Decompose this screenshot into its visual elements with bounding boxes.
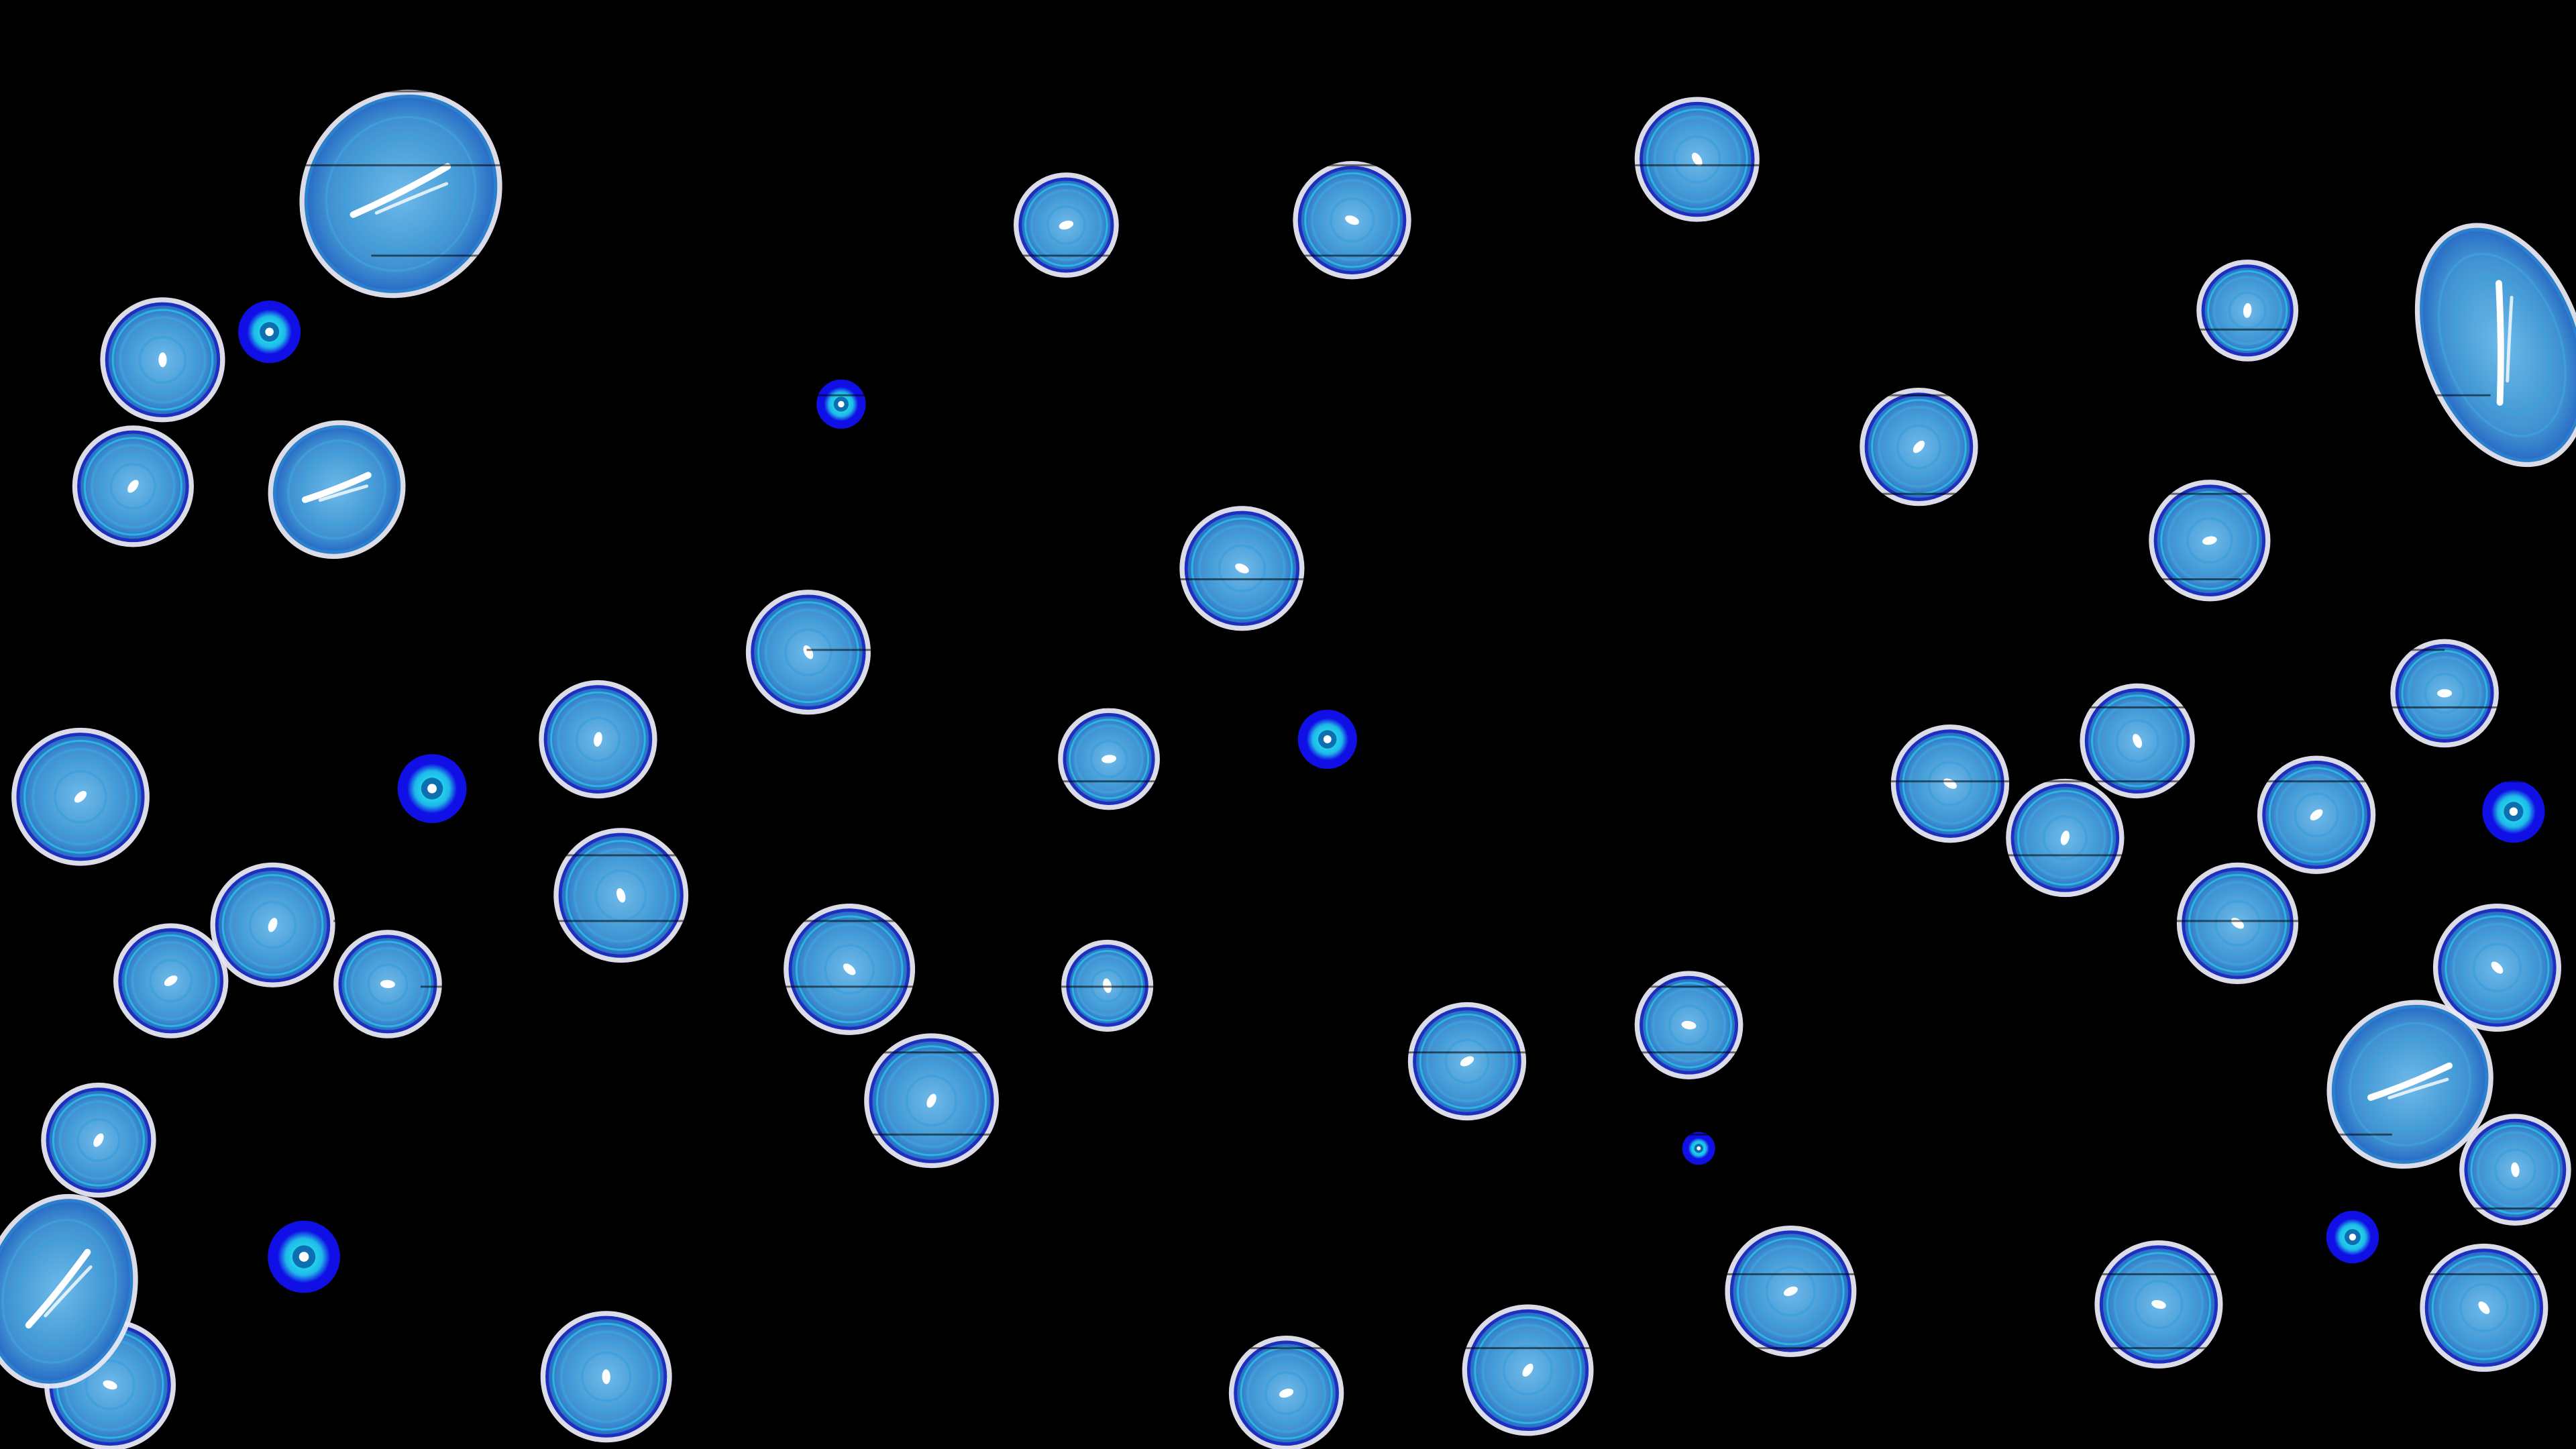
round-cell (2006, 778, 2125, 898)
round-cell (2420, 1243, 2548, 1372)
scan-band (333, 920, 2438, 922)
round-cell (553, 828, 689, 963)
scan-band (719, 578, 2241, 580)
round-cell (539, 680, 657, 799)
round-cell (2432, 903, 2561, 1032)
scan-band (507, 1051, 2189, 1054)
round-cell (1293, 161, 1411, 280)
scan-band (806, 649, 2445, 651)
round-cell (864, 1033, 999, 1169)
elongated-cell (299, 89, 502, 299)
round-cell (1725, 1225, 1857, 1357)
round-cell (1407, 1002, 1527, 1121)
round-cell (2459, 1114, 2571, 1226)
scan-band (458, 328, 2287, 331)
round-cell (41, 1082, 156, 1198)
round-cell (2080, 683, 2195, 799)
round-cell (1179, 506, 1305, 631)
scan-band (632, 492, 2576, 495)
elongated-cell (2326, 1000, 2493, 1169)
round-cell (1860, 387, 1978, 506)
round-cell (1634, 97, 1760, 222)
scan-band (769, 1273, 2576, 1275)
small-bead (816, 379, 866, 429)
round-cell (540, 1311, 672, 1443)
round-cell (210, 862, 335, 987)
small-bead (1682, 1132, 1715, 1165)
round-cell (2257, 755, 2376, 874)
round-cell (784, 903, 916, 1035)
round-cell (2149, 480, 2271, 602)
round-cell (2390, 639, 2499, 748)
small-bead (397, 754, 467, 823)
round-cell (333, 930, 442, 1038)
scan-band (981, 780, 2576, 783)
round-cell (2176, 862, 2299, 984)
scan-band (246, 854, 2235, 857)
small-bead (2326, 1210, 2379, 1264)
elongated-cell (0, 1193, 138, 1389)
round-cell (1890, 724, 2010, 843)
scan-band (594, 1133, 2392, 1136)
scan-band (894, 706, 2576, 708)
elongated-cell (2414, 223, 2576, 468)
round-cell (113, 923, 229, 1038)
scan-band (420, 985, 1985, 988)
round-cell (1014, 172, 1119, 278)
scan-band (855, 1347, 2347, 1350)
elongated-cell (268, 420, 406, 559)
round-cell (72, 425, 194, 547)
small-bead (268, 1220, 340, 1293)
scan-band (197, 90, 1676, 93)
small-bead (238, 301, 301, 364)
scan-band (284, 164, 1880, 166)
round-cell (2094, 1240, 2223, 1368)
round-cell (2196, 259, 2299, 362)
round-cell (1058, 708, 1160, 810)
scan-band (371, 254, 2084, 257)
scan-band (682, 1208, 2576, 1210)
round-cell (11, 727, 150, 866)
small-bead (1297, 709, 1357, 769)
scan-band (545, 394, 2491, 396)
round-cell (100, 297, 225, 423)
round-cell (1228, 1336, 1344, 1449)
round-cell (44, 1319, 176, 1449)
round-cell (745, 590, 871, 715)
small-bead (2482, 780, 2545, 843)
round-cell (1462, 1304, 1594, 1436)
